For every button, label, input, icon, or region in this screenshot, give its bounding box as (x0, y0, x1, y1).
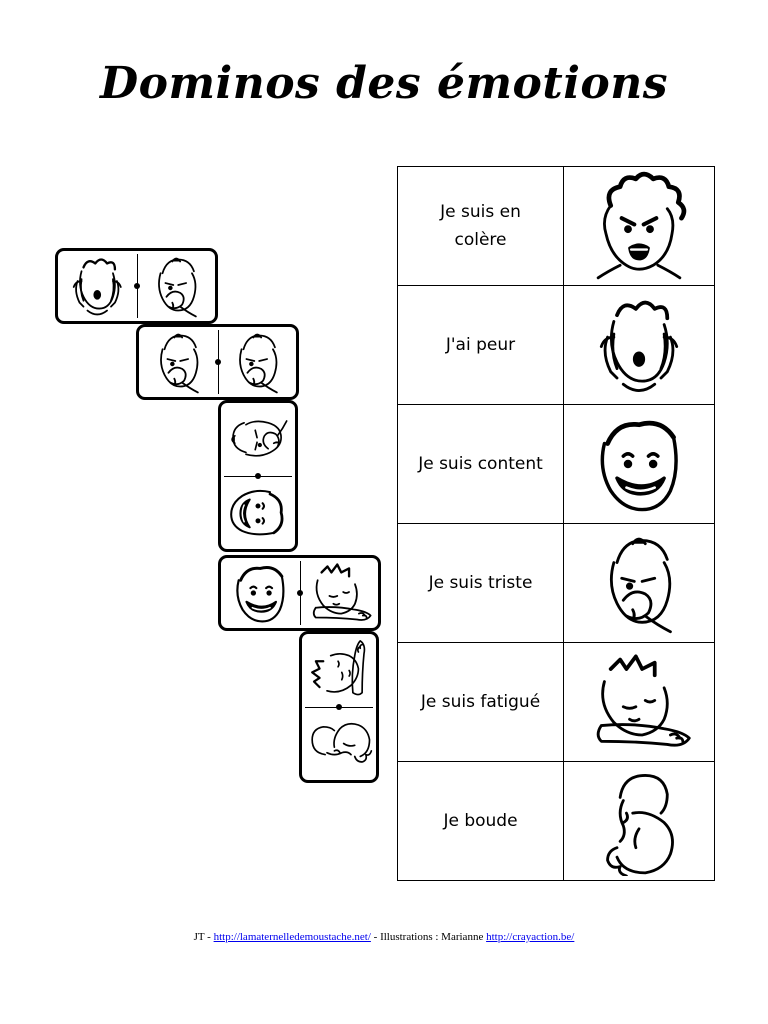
domino-1 (55, 248, 218, 324)
angry-face-icon (574, 171, 704, 281)
emotion-picture-cell (563, 642, 715, 762)
emotion-picture-cell (563, 404, 715, 524)
sad-face-icon (238, 333, 278, 394)
happy-face-icon (574, 409, 704, 519)
domino-half (300, 558, 379, 628)
domino-half (139, 327, 218, 397)
emotion-label: Je suis triste (428, 573, 533, 593)
table-row: Je suis triste (397, 523, 715, 643)
happy-face-icon (235, 566, 285, 623)
tired-face-icon (312, 563, 372, 622)
emotion-label: Je suis fatigué (420, 692, 541, 712)
emotion-picture-cell (563, 285, 715, 405)
sad-face-icon (157, 257, 197, 318)
footer-credits: JT - http://lamaternelledemoustache.net/… (0, 931, 768, 943)
happy-face-icon (229, 489, 284, 536)
domino-2 (136, 324, 299, 400)
table-row: Je boude (397, 761, 715, 881)
tired-face-icon (311, 639, 366, 696)
emotion-label-cell: Je suis fatigué (397, 642, 564, 762)
emotion-label-cell: Je suis triste (397, 523, 564, 643)
domino-half (221, 558, 300, 628)
table-row: Je suis content (397, 404, 715, 524)
emotion-picture-cell (563, 761, 715, 881)
sulking-face-icon (311, 722, 373, 763)
table-row: J'ai peur (397, 285, 715, 405)
emotion-picture-cell (563, 166, 715, 286)
domino-5 (299, 631, 379, 783)
table-row: Je suis en colère (397, 166, 715, 286)
domino-half (221, 403, 295, 476)
author-link[interactable]: http://lamaternelledemoustache.net/ (213, 931, 371, 943)
footer-prefix: JT - (193, 931, 214, 943)
domino-half (218, 327, 297, 397)
table-row: Je suis fatigué (397, 642, 715, 762)
domino-half (302, 707, 376, 780)
page-title: Dominos des émotions (99, 58, 669, 109)
emotion-label: Je boude (443, 811, 518, 831)
domino-half (58, 251, 137, 321)
emotion-label-cell: Je suis en colère (397, 166, 564, 286)
emotion-label-cell: Je boude (397, 761, 564, 881)
scared-face-icon (599, 300, 679, 393)
domino-3 (218, 400, 298, 552)
emotion-label: Je suis content (418, 454, 543, 474)
emotions-table: Je suis en colère J'ai peur Je suis cont… (397, 166, 715, 881)
tired-face-icon (596, 654, 692, 748)
sad-face-icon (160, 333, 199, 394)
emotion-label-cell: Je suis content (397, 404, 564, 524)
sulking-face-icon (606, 774, 674, 876)
footer-middle: - Illustrations : Marianne (370, 931, 487, 943)
sad-face-icon (231, 420, 288, 457)
illustrator-link[interactable]: http://crayaction.be/ (486, 931, 575, 943)
domino-half (137, 251, 216, 321)
scared-face-icon (72, 258, 122, 316)
sad-face-icon (609, 537, 672, 634)
emotion-label: J'ai peur (445, 335, 516, 355)
domino-half (221, 476, 295, 549)
emotion-label-cell: J'ai peur (397, 285, 564, 405)
domino-4 (218, 555, 381, 631)
emotion-label: Je suis en colère (440, 202, 521, 250)
domino-half (302, 634, 376, 707)
emotion-picture-cell (563, 523, 715, 643)
